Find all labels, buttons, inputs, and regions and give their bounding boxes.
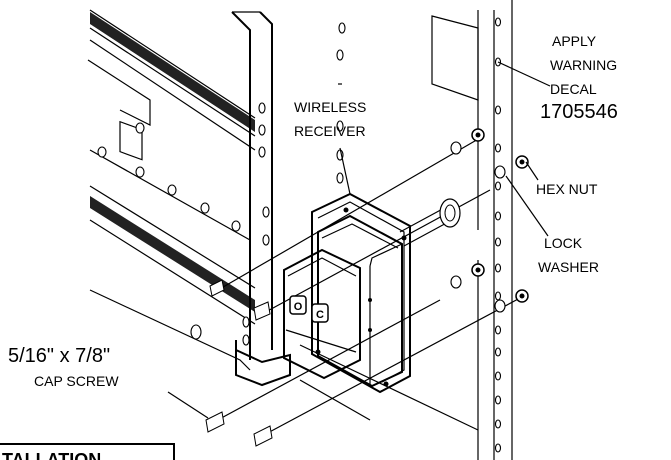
close-button-label: C [316, 309, 324, 321]
cap-screw-leader [167, 391, 209, 419]
installation-title-box: TALLATION [0, 443, 175, 460]
left-frame [87, 9, 256, 371]
label-apply: APPLY [552, 33, 597, 49]
hex-nut [471, 263, 485, 277]
open-button[interactable]: O [289, 295, 307, 315]
label-warning: WARNING [550, 57, 617, 73]
label-lock: LOCK [544, 235, 583, 251]
wireless-receiver-unit: O C [283, 192, 461, 394]
hex-nut-leader [525, 161, 539, 181]
callouts: APPLY WARNING DECAL 1705546 WIRELESS REC… [8, 33, 618, 389]
lock-washer-leader [505, 175, 549, 237]
vertical-post [231, 11, 291, 387]
cap-screw-upper-mid [253, 301, 271, 321]
label-part-number: 1705546 [540, 101, 618, 123]
cap-screw-lower-left [205, 411, 225, 433]
close-button[interactable]: C [311, 303, 329, 323]
warning-decal [431, 15, 479, 101]
upper-ribbed-rail [90, 12, 255, 132]
decal-leader [497, 61, 551, 87]
hex-nut [471, 128, 485, 142]
leader-lines [167, 61, 551, 419]
label-wireless: WIRELESS [294, 99, 366, 115]
lock-washer [450, 275, 462, 289]
label-hex-nut: HEX NUT [536, 181, 598, 197]
label-screw-size: 5/16" x 7/8" [8, 345, 110, 367]
hex-nut [515, 155, 529, 169]
cap-screw-lower-mid [253, 425, 273, 447]
receiver-leader [339, 147, 351, 195]
hex-nut [515, 289, 529, 303]
lock-washer [494, 165, 506, 179]
cap-screw-upper-left [209, 279, 225, 297]
installation-title: TALLATION [2, 450, 101, 460]
lock-washer [450, 141, 462, 155]
label-washer: WASHER [538, 259, 599, 275]
lower-ribbed-rail [90, 196, 255, 312]
label-receiver: RECEIVER [294, 123, 366, 139]
right-panel [431, 0, 513, 460]
open-button-label: O [294, 301, 303, 313]
label-cap-screw: CAP SCREW [34, 373, 119, 389]
panel-holes [494, 17, 502, 453]
label-decal: DECAL [550, 81, 597, 97]
lock-washer [494, 299, 506, 313]
